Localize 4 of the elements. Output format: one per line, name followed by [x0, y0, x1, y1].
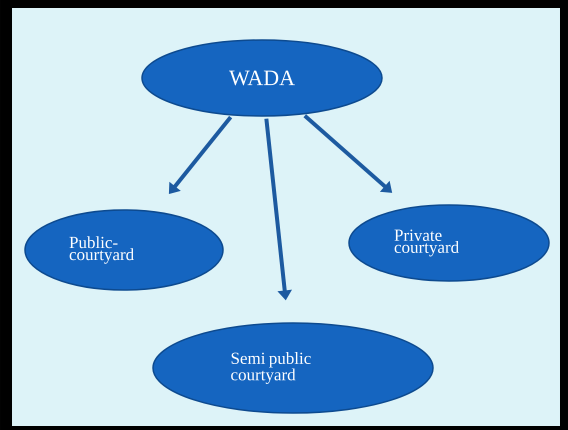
ellipse-node: WADA — [141, 39, 383, 117]
ellipse-node: Public- courtyard — [24, 209, 224, 291]
ellipse-node: Semi public courtyard — [152, 322, 434, 414]
ellipse-node: Private courtyard — [348, 204, 550, 282]
